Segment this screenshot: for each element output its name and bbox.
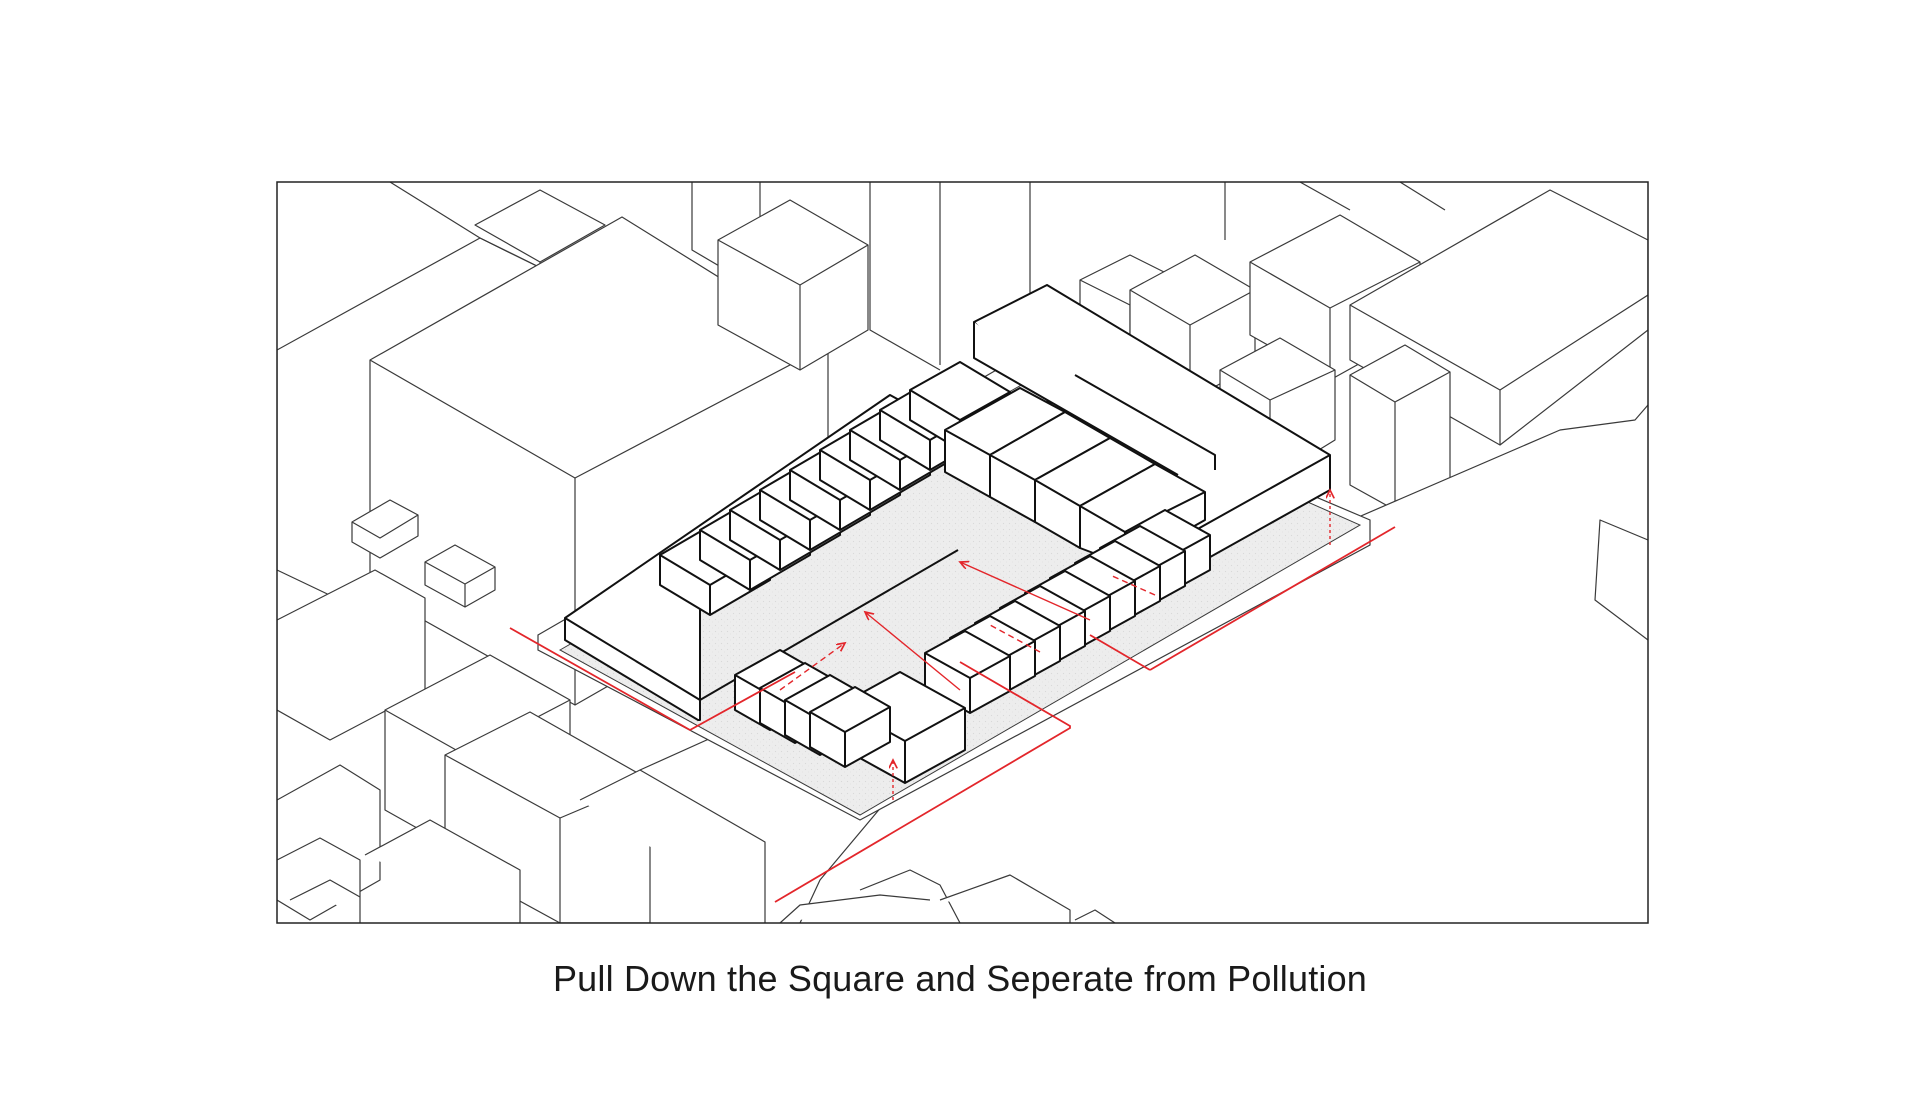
diagram-frame [276, 181, 1649, 924]
north-modules [944, 387, 1206, 566]
pollution-barrier-lines [509, 526, 1396, 903]
pull-down-arrows [779, 490, 1330, 800]
east-modules [924, 509, 1211, 714]
courtyard-building [564, 284, 1331, 784]
diagram-caption: Pull Down the Square and Seperate from P… [552, 958, 1368, 999]
south-modules [734, 649, 966, 784]
